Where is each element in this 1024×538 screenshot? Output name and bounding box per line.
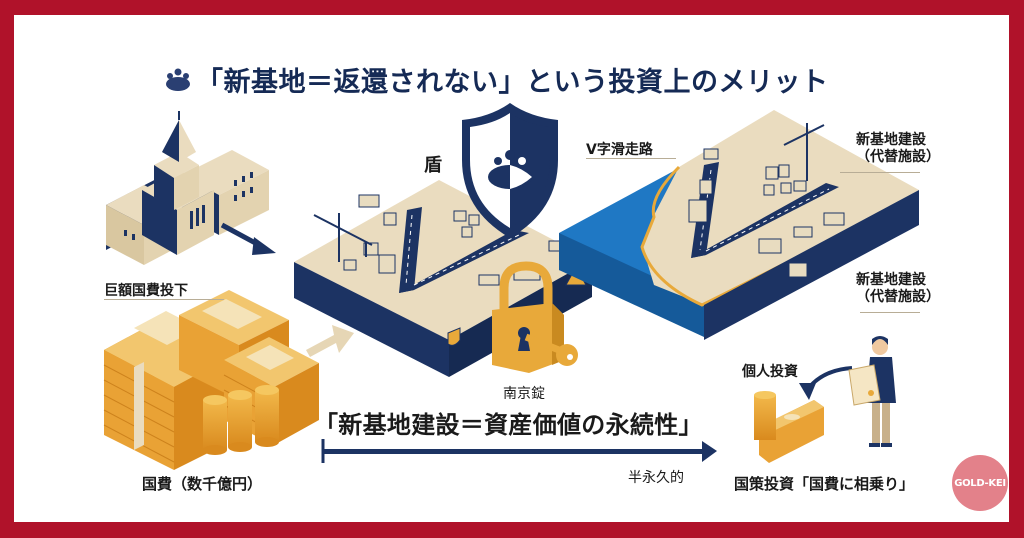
page-title: 「新基地＝返還されない」という投資上のメリット (164, 59, 829, 99)
new-base-bottom-label: 新基地建設 （代替施設） (856, 272, 940, 305)
paulownia-crest-icon (166, 68, 190, 91)
main-statement: 「新基地建設＝資産価値の永続性」 (314, 411, 703, 439)
shield-label: 盾 (424, 155, 442, 176)
illustration-canvas (103, 103, 919, 470)
investor-person-icon (848, 336, 896, 447)
shield-crest-icon (462, 103, 558, 238)
coin-stack-icon (203, 385, 279, 455)
crane-icon (783, 123, 825, 181)
watermark-badge: GOLD-KEI (952, 455, 1008, 511)
huge-spending-label: 巨額国費投下 (104, 283, 188, 299)
crane-icon (313, 213, 373, 262)
flow-arrow-icon (306, 325, 354, 357)
title-text: 「新基地＝返還されない」という投資上のメリット (196, 66, 829, 98)
runway-icon (399, 207, 529, 293)
individual-investment-label: 個人投資 (742, 364, 798, 380)
policy-investment-label: 国策投資「国費に相乗り」 (734, 475, 915, 493)
semi-permanent-label: 半永久的 (628, 470, 684, 486)
v-runway-label: V字滑走路 (586, 142, 653, 158)
new-base-top-label: 新基地建設 （代替施設） (856, 132, 940, 165)
timeline-arrow (321, 439, 717, 463)
diet-building-icon (106, 111, 269, 265)
infographic-frame: 「新基地＝返還されない」という投資上のメリット 巨額国費投下 国費（数千億円） … (14, 15, 1009, 522)
money-stack-icon (754, 391, 824, 463)
padlock-label: 南京錠 (503, 386, 545, 402)
replacement-base-island (559, 110, 919, 340)
key-icon (524, 333, 578, 366)
arrow-icon (220, 222, 276, 255)
national-funds-label: 国費（数千億円） (142, 475, 263, 493)
shield-check-icon (447, 327, 461, 346)
certificate-icon (848, 364, 881, 406)
